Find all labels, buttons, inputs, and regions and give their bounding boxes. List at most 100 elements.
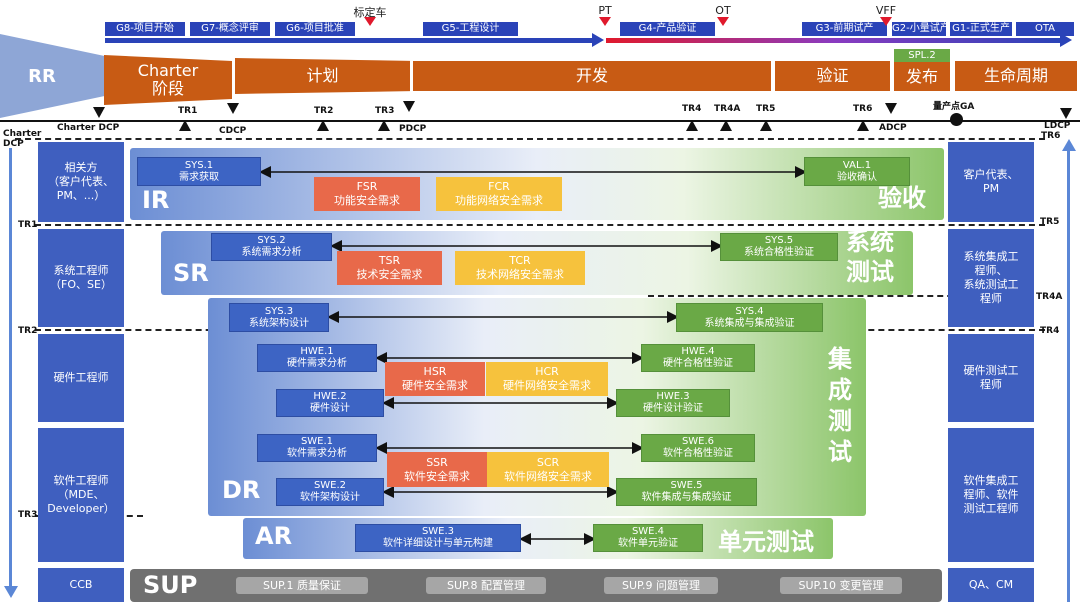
role-right-customer: 客户代表、 PM bbox=[948, 142, 1034, 222]
box-hcr-id: HCR bbox=[535, 365, 559, 378]
box-fcr-id: FCR bbox=[488, 180, 510, 193]
tr6-label: TR6 bbox=[853, 104, 873, 114]
sup-item-config: SUP.8 配置管理 bbox=[426, 577, 546, 594]
level-ir-label: IR bbox=[142, 186, 170, 214]
dash-tr4a bbox=[648, 295, 1033, 297]
gate-g2: G2-小量试产 bbox=[892, 22, 946, 36]
gate-arrow-blue-head bbox=[592, 33, 604, 47]
phase-life-label: 生命周期 bbox=[983, 66, 1048, 85]
side-tr4a-right: TR4A bbox=[1036, 292, 1063, 302]
phase-dev: 开发 bbox=[413, 61, 771, 91]
tr5-marker bbox=[760, 120, 772, 131]
tr4-label: TR4 bbox=[682, 104, 702, 114]
side-tr2-left: TR2 bbox=[18, 326, 38, 336]
spl-badge: SPL.2 bbox=[894, 49, 950, 62]
gate-arrow-blue bbox=[105, 38, 595, 43]
sup-item-quality: SUP.1 质量保证 bbox=[236, 577, 368, 594]
gate-g1: G1-正式生产 bbox=[950, 22, 1012, 36]
box-tsr-name: 技术安全需求 bbox=[356, 268, 423, 281]
role-right-sw-test-text: 软件集成工 程师、软件 测试工程师 bbox=[963, 474, 1019, 515]
box-fcr-name: 功能网络安全需求 bbox=[455, 194, 543, 207]
ga-dot bbox=[950, 113, 963, 126]
box-hwe2-id: HWE.2 bbox=[313, 391, 347, 402]
role-right-hw-test: 硬件测试工 程师 bbox=[948, 334, 1034, 422]
phase-verify-label: 验证 bbox=[816, 66, 849, 85]
tr3-label: TR3 bbox=[375, 106, 395, 116]
box-hsr-name: 硬件安全需求 bbox=[402, 379, 468, 392]
dash-top bbox=[15, 138, 1045, 140]
box-tcr-id: TCR bbox=[509, 254, 531, 267]
ga-label: 量产点GA bbox=[933, 102, 975, 112]
level-sr-label: SR bbox=[173, 259, 209, 287]
marker-pt-icon bbox=[599, 17, 611, 26]
phase-rr-label: RR bbox=[28, 65, 56, 87]
charter-dcp-label: Charter DCP bbox=[57, 123, 120, 133]
box-sys5-name: 系统合格性验证 bbox=[744, 247, 814, 258]
box-sys4-id: SYS.4 bbox=[735, 305, 764, 317]
left-vertical-arrow bbox=[9, 148, 12, 586]
ldcp-label: LDCP bbox=[1044, 121, 1071, 131]
phase-life: 生命周期 bbox=[955, 61, 1077, 91]
side-tr4-right: TR4 bbox=[1040, 326, 1060, 336]
box-sys5-id: SYS.5 bbox=[764, 235, 794, 246]
marker-ot-icon bbox=[717, 17, 729, 26]
box-sys2-name: 系统需求分析 bbox=[241, 247, 302, 258]
role-left-stakeholder-text: 相关方 （客户代表、 PM、...） bbox=[48, 161, 114, 202]
marker-ot: OT bbox=[715, 4, 731, 17]
right-vertical-arrow bbox=[1067, 150, 1070, 602]
sup-item-problem: SUP.9 问题管理 bbox=[604, 577, 718, 594]
box-sys2-id: SYS.2 bbox=[257, 235, 286, 246]
role-right-system-test: 系统集成工 程师、 系统测试工 程师 bbox=[948, 229, 1034, 327]
box-ssr-name: 软件安全需求 bbox=[404, 469, 470, 483]
box-fsr-name: 功能安全需求 bbox=[334, 194, 400, 207]
tr6-marker bbox=[857, 120, 869, 131]
role-left-ccb: CCB bbox=[38, 568, 124, 602]
level-ar-label: AR bbox=[255, 522, 293, 550]
pdcp-marker bbox=[403, 101, 415, 112]
marker-biaodingche-icon bbox=[364, 17, 376, 26]
role-left-hardware-text: 硬件工程师 bbox=[53, 371, 109, 384]
box-swe6-name: 软件合格性验证 bbox=[663, 448, 733, 459]
role-right-qa: QA、CM bbox=[948, 568, 1034, 602]
role-right-system-test-text: 系统集成工 程师、 系统测试工 程师 bbox=[963, 250, 1019, 305]
box-val1-id: VAL.1 bbox=[842, 159, 872, 171]
cdcp-label: CDCP bbox=[219, 126, 247, 136]
box-ssr-id: SSR bbox=[426, 455, 448, 469]
cdcp-marker bbox=[227, 103, 239, 114]
tr3-marker bbox=[378, 120, 390, 131]
gate-arrow-grad bbox=[606, 38, 1061, 43]
side-tr3-left: TR3 bbox=[18, 510, 38, 520]
box-swe2-id: SWE.2 bbox=[313, 480, 347, 491]
tr1-marker bbox=[179, 120, 191, 131]
level-sys-test-label: 系统 测试 bbox=[846, 228, 894, 286]
box-sys1-id: SYS.1 bbox=[184, 159, 214, 171]
gate-g8: G8-项目开始 bbox=[105, 22, 185, 36]
box-swe4-id: SWE.4 bbox=[631, 526, 665, 537]
level-sup-label: SUP bbox=[143, 571, 198, 599]
box-swe3-id: SWE.3 bbox=[421, 526, 455, 537]
role-right-sw-test: 软件集成工 程师、软件 测试工程师 bbox=[948, 428, 1034, 562]
box-scr-name: 软件网络安全需求 bbox=[504, 469, 592, 483]
phase-verify: 验证 bbox=[775, 61, 890, 91]
box-swe1-id: SWE.1 bbox=[300, 436, 334, 447]
box-hwe3-name: 硬件设计验证 bbox=[643, 403, 703, 414]
tr4a-marker bbox=[720, 120, 732, 131]
charter-dcp-left-label: Charter DCP bbox=[3, 129, 42, 149]
box-tsr-id: TSR bbox=[378, 254, 401, 267]
role-left-software-text: 软件工程师 （MDE、 Developer） bbox=[47, 474, 115, 515]
phase-release-label: 发布 bbox=[905, 66, 938, 86]
gate-g3: G3-前期试产 bbox=[802, 22, 887, 36]
box-sys4-name: 系统集成与集成验证 bbox=[704, 317, 795, 329]
